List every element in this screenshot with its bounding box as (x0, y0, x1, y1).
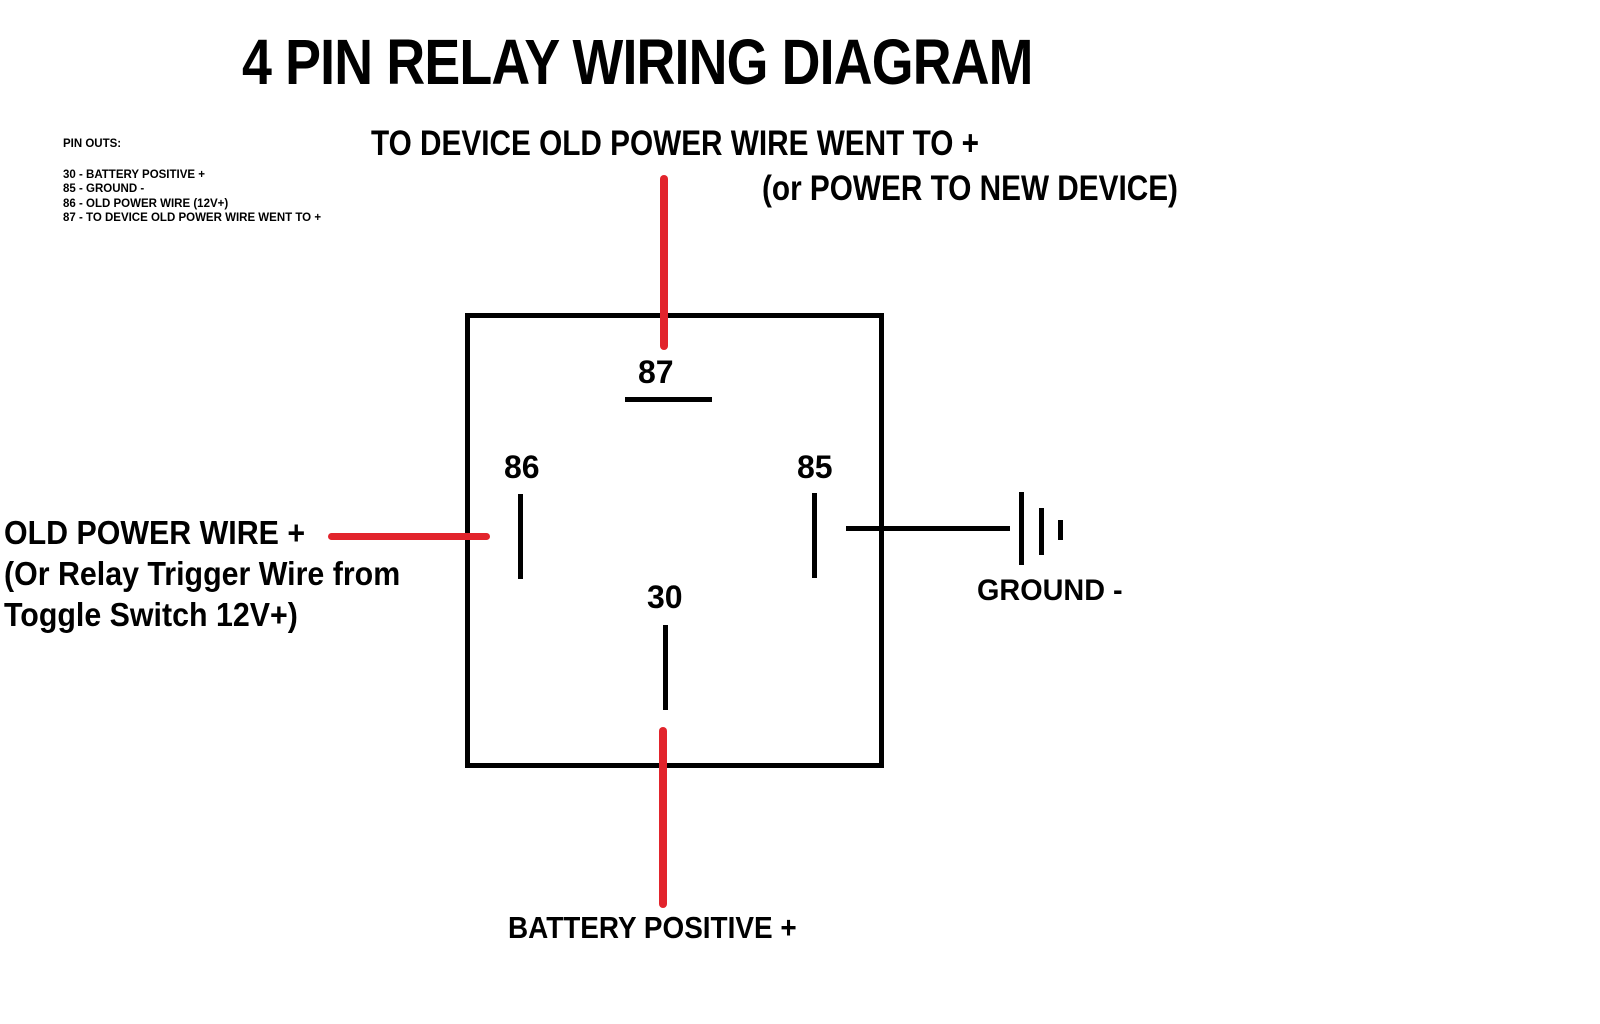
label-ground: GROUND - (977, 574, 1123, 607)
relay-body-outline (465, 313, 884, 768)
ground-symbol-bar-long (1019, 492, 1024, 565)
pinouts-legend: PIN OUTS: 30 - BATTERY POSITIVE + 85 - G… (63, 137, 321, 226)
page-title: 4 PIN RELAY WIRING DIAGRAM (242, 26, 1033, 98)
pin-label-86: 86 (504, 449, 540, 485)
wire-85-ground (846, 526, 1010, 531)
pinout-item-86: 86 - OLD POWER WIRE (12V+) (63, 197, 229, 210)
pin-87-terminal (625, 397, 712, 402)
pinout-item-85: 85 - GROUND - (63, 183, 145, 195)
label-to-device: TO DEVICE OLD POWER WIRE WENT TO + (371, 124, 979, 163)
pinout-item-30: 30 - BATTERY POSITIVE + (63, 168, 205, 181)
pin-label-30: 30 (647, 579, 683, 615)
wire-86-trigger (328, 533, 490, 540)
pin-85-terminal (812, 493, 817, 578)
pin-label-87: 87 (638, 354, 674, 390)
pin-label-85: 85 (797, 449, 833, 485)
label-battery-positive: BATTERY POSITIVE + (508, 910, 797, 945)
pinouts-heading: PIN OUTS: (63, 138, 122, 150)
pin-30-terminal (663, 625, 668, 710)
wire-87-to-device (660, 175, 668, 350)
ground-symbol-icon (1019, 492, 1069, 567)
wire-30-battery (659, 727, 667, 908)
label-old-power-wire: OLD POWER WIRE + (Or Relay Trigger Wire … (4, 514, 401, 633)
ground-symbol-bar-short (1058, 520, 1063, 540)
label-power-new-device: (or POWER TO NEW DEVICE) (762, 169, 1178, 208)
pin-86-terminal (518, 494, 523, 579)
pinout-item-87: 87 - TO DEVICE OLD POWER WIRE WENT TO + (63, 212, 322, 224)
ground-symbol-bar-medium (1039, 508, 1044, 555)
